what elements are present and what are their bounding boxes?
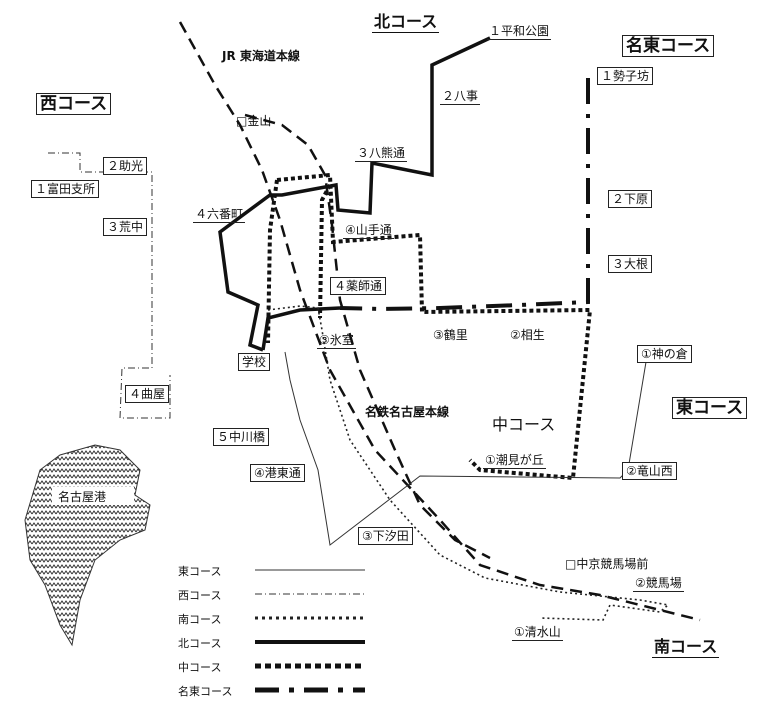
east-course-title: 東コース [672,397,748,419]
stop-arako: ３荒中 [103,218,148,236]
stop-nakagawabashi: ５中川橋 [213,428,270,446]
legend-lines [255,569,365,693]
meitetsu-main-line [244,113,491,560]
stop-ohne: ３大根 [608,255,653,273]
naka-course-line [266,172,593,481]
legend-south: 南コース [178,613,222,626]
stop-aioi: ②相生 [510,328,545,342]
stop-yamatedori: ④山手通 [343,223,394,239]
stop-shimohara: ２下原 [608,190,653,208]
stop-sukemitsu: ２助光 [103,157,148,175]
naka-course-title: 中コース [492,415,556,434]
nagoya-port-label: 名古屋港 [58,490,107,504]
stop-himuro: ③氷室 [317,333,356,349]
nagoya-port-area [24,444,151,647]
stop-magariya: ４曲屋 [125,385,170,403]
meitetsu-label: 名鉄名古屋本線 [365,405,450,419]
stop-tsurusato: ③鶴里 [433,328,468,342]
stop-yakumadori: ３八熊通 [355,146,408,162]
stop-shimoshioda: ③下汐田 [358,527,413,545]
stop-yakushidori: ４薬師通 [330,277,387,295]
kanayama-station: □金山 [236,114,272,128]
stop-seishiboh: １勢子坊 [597,67,654,85]
west-course-title: 西コース [36,93,112,115]
school-marker: 学校 [238,353,271,371]
stop-rokubancho: ４六番町 [193,207,246,223]
legend-west: 西コース [178,589,222,602]
meito-course-line [339,78,590,312]
south-course-line [267,305,670,621]
north-course-title: 北コース [372,12,440,33]
legend-naka: 中コース [178,661,222,674]
stop-shiomigaoka: ①潮見が丘 [483,453,546,469]
south-course-title: 南コース [652,637,720,658]
legend-north: 北コース [178,637,222,650]
legend-meito: 名東コース [178,685,233,698]
north-course-line [218,36,491,352]
stop-kaminokura: ①神の倉 [637,345,692,363]
stop-heiwa-koen: １平和公園 [487,24,552,40]
chukyo-keibajo-station: □中京競馬場前 [565,557,649,571]
stop-minatohigashidori: ④港東通 [250,464,305,482]
east-course-line [284,349,649,546]
stop-tatsuyamanishi: ②竜山西 [622,462,677,480]
legend-east: 東コース [178,565,222,578]
stop-keibajo: ②競馬場 [633,576,684,592]
stop-tomita-shisho: １富田支所 [31,180,100,198]
stop-hachiji: ２八事 [440,89,481,105]
jr-tokaido-line [178,21,701,622]
west-course-line [48,152,171,419]
stop-shimizuyama: ①清水山 [512,625,563,641]
meito-course-title: 名東コース [622,35,715,57]
jr-tokaido-label: JR 東海道本線 [222,49,300,63]
